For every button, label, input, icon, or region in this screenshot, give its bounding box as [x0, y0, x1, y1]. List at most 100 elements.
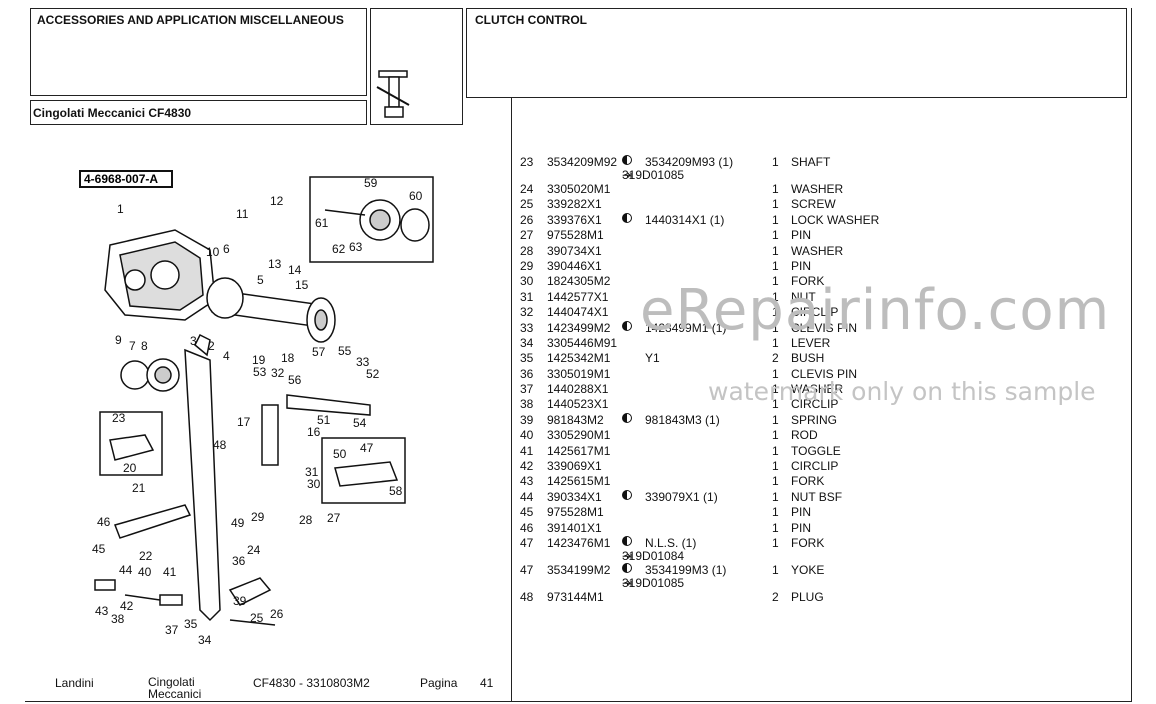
parts-desc: WASHER [791, 382, 844, 397]
group-title-box: CLUTCH CONTROL [466, 8, 1127, 98]
parts-ref: 37 [520, 382, 534, 397]
parts-qty: 1 [772, 197, 779, 212]
callout: 54 [353, 416, 367, 430]
callout-labels: 1 2 3 4 5 6 7 8 9 10 11 12 13 14 15 16 1… [92, 176, 423, 647]
parts-desc: PIN [791, 520, 812, 535]
parts-qty: 1 [772, 489, 779, 504]
parts-desc: CIRCLIP [791, 459, 839, 474]
callout: 47 [360, 441, 374, 455]
callout: 29 [251, 510, 265, 524]
parts-desc: PLUG [791, 589, 824, 604]
parts-qty: 1 [772, 520, 779, 535]
parts-desc: LOCK WASHER [791, 212, 880, 227]
parts-pn: 975528M1 [547, 505, 604, 520]
callout: 14 [288, 263, 302, 277]
parts-ref: 39 [520, 412, 534, 427]
callout: 21 [132, 481, 146, 495]
watermark-subtext: watermark only on this sample [708, 377, 1096, 406]
parts-desc: FORK [791, 535, 825, 550]
inset-parts-top [324, 199, 430, 242]
parts-pn: 3305020M1 [547, 182, 611, 196]
callout: 1 [117, 202, 124, 216]
callout: 18 [281, 351, 295, 365]
section-title-box: ACCESSORIES AND APPLICATION MISCELLANEOU… [30, 8, 367, 96]
footer-category-line1: Cingolati [148, 675, 195, 689]
parts-pn: 390734X1 [547, 243, 602, 258]
callout: 44 [119, 563, 133, 577]
parts-alt: 339079X1 (1) [645, 489, 718, 504]
parts-pn: 390334X1 [547, 489, 602, 504]
parts-desc: NUT BSF [791, 489, 843, 504]
parts-qty: 1 [772, 258, 779, 273]
model-box: Cingolati Meccanici CF4830 [30, 100, 367, 125]
pedal-rod [261, 394, 371, 466]
callout: 34 [198, 633, 212, 647]
divider-vertical [511, 98, 512, 702]
parts-desc: PIN [791, 505, 812, 520]
parts-desc: NUT [791, 289, 816, 304]
callout: 39 [233, 594, 247, 608]
clutch-icon [376, 70, 410, 118]
callout: 6 [223, 242, 230, 256]
parts-desc: SPRING [791, 412, 838, 427]
parts-desc: FORK [791, 274, 825, 289]
parts-desc: YOKE [791, 562, 825, 577]
callout: 61 [315, 216, 329, 230]
parts-qty: 2 [772, 589, 779, 604]
parts-qty: 1 [772, 182, 779, 196]
parts-pn: 1824305M2 [547, 274, 611, 289]
gearbox-housing [104, 229, 216, 321]
callout: 7 [129, 339, 136, 353]
diagram-code: 4-6968-007-A [84, 172, 158, 186]
fork-assembly-right [228, 577, 276, 626]
parts-qty: 1 [772, 274, 779, 289]
callout: 33 [356, 355, 370, 369]
callout: 20 [123, 461, 137, 475]
callout: 16 [307, 425, 321, 439]
footer-brand: Landini [55, 676, 94, 690]
callout: 8 [141, 339, 148, 353]
callout: 45 [92, 542, 106, 556]
callout: 22 [139, 549, 153, 563]
icon-box [370, 8, 463, 125]
parts-ref: 23 [520, 155, 534, 169]
callout: 36 [232, 554, 246, 568]
callout: 15 [295, 278, 309, 292]
parts-pn: 1423476M1 [547, 535, 611, 550]
parts-qty: 1 [772, 397, 779, 412]
parts-ref: 27 [520, 228, 534, 243]
arrow-right-icon: ⇥ [622, 168, 633, 182]
parts-sub-code: 319D01085 [622, 575, 685, 590]
callout: 60 [409, 189, 423, 203]
parts-pn: 3534209M92 [547, 155, 618, 169]
callout: 10 [206, 245, 220, 259]
parts-ref: 25 [520, 197, 534, 212]
parts-ref: 48 [520, 589, 534, 604]
footer-page-label: Pagina [420, 676, 458, 690]
parts-pn: 3305446M91 [547, 335, 618, 350]
footer-page-number: 41 [480, 676, 494, 690]
parts-qty: 1 [772, 243, 779, 258]
right-border [1131, 8, 1132, 702]
parts-ref: 47 [520, 562, 534, 577]
parts-alt: 981843M3 (1) [645, 412, 720, 427]
callout: 27 [327, 511, 341, 525]
parts-ref: 38 [520, 397, 534, 412]
parts-pn: 1442577X1 [547, 289, 609, 304]
parts-ref: 36 [520, 366, 534, 381]
inset-fork-right [334, 461, 399, 487]
release-bearing [120, 358, 180, 392]
inset-fork-left [109, 434, 155, 461]
callout: 51 [317, 413, 331, 427]
parts-qty: 1 [772, 155, 779, 169]
parts-ref: 47 [520, 535, 534, 550]
parts-desc: SCREW [791, 197, 836, 212]
parts-desc: TOGGLE [791, 443, 841, 458]
parts-qty: 1 [772, 505, 779, 520]
callout: 58 [389, 484, 403, 498]
callout: 28 [299, 513, 313, 527]
callout: 17 [237, 415, 251, 429]
parts-qty: 1 [772, 535, 779, 550]
parts-sub-code: 319D01085 [622, 168, 685, 182]
watermark-text: eRepairinfo.com [640, 278, 1111, 343]
